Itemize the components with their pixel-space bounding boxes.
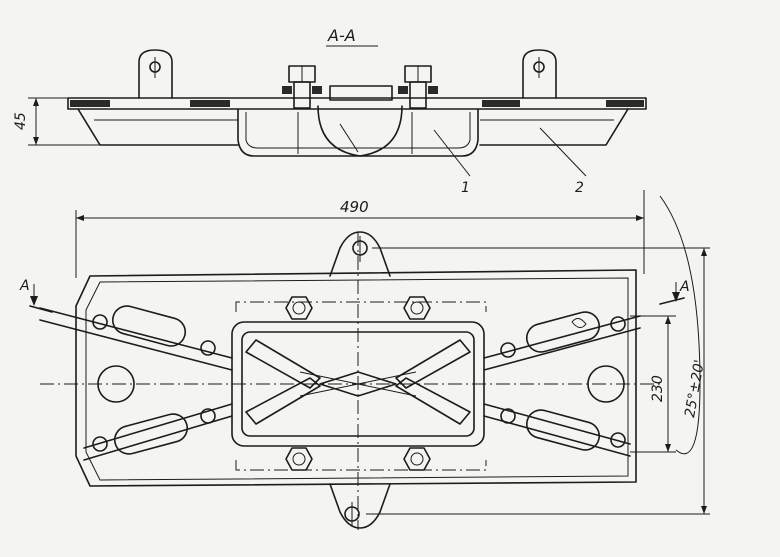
- housing-hidden-outline: [235, 301, 487, 471]
- dim-width-label: 230: [650, 375, 666, 402]
- lug-right: [522, 49, 557, 99]
- base-plate-section: [67, 97, 647, 110]
- strap-lower-left: [83, 403, 233, 461]
- dim-angle: 25°±20': [659, 195, 708, 455]
- bolt-right: [398, 65, 438, 109]
- dim-length-label: 490: [340, 198, 369, 216]
- strap-upper-left: [39, 305, 233, 371]
- hole-left: [97, 365, 135, 403]
- bolt-left: [282, 65, 322, 109]
- callout-1: 1: [433, 129, 471, 196]
- dim-width: 230: [366, 247, 710, 515]
- bolt-top-left: [285, 296, 313, 320]
- section-view: A-A: [13, 26, 647, 196]
- base-plate-inner: [85, 277, 629, 481]
- center-window-inner: [241, 331, 475, 437]
- dim-length: 490: [75, 190, 645, 278]
- hole-right: [587, 365, 625, 403]
- section-title: A-A: [327, 26, 356, 45]
- bolt-bottom-left: [285, 447, 313, 471]
- strap-lower-right: [483, 403, 631, 457]
- hatch-right: [606, 100, 644, 107]
- housing-inner: [245, 112, 471, 149]
- bolt-bottom-right: [403, 447, 431, 471]
- section-marker-left-label: A: [19, 278, 30, 294]
- hatch-mid-left: [190, 100, 230, 107]
- skirt-left: [77, 108, 239, 146]
- center-cup: [317, 105, 403, 157]
- callout-1-label: 1: [461, 180, 470, 196]
- callout-2-label: 2: [575, 180, 584, 196]
- plan-view: 490: [19, 190, 710, 530]
- dim-height: 45: [13, 97, 100, 146]
- housing-section: [237, 108, 479, 157]
- skirt-right: [479, 108, 629, 146]
- plan-lug-top: [329, 231, 391, 277]
- callout-2: 2: [539, 127, 587, 196]
- bolt-top-right: [403, 296, 431, 320]
- cross-blades: [245, 339, 471, 425]
- strap-upper-right: [483, 311, 641, 371]
- hatch-mid-right: [482, 100, 520, 107]
- section-marker-right-label: A: [679, 279, 690, 295]
- lug-left: [138, 49, 173, 99]
- section-marker-left: A: [19, 278, 53, 313]
- center-window-outer: [231, 321, 485, 447]
- cup-stroke: [339, 123, 359, 153]
- plan-lug-bottom: [329, 483, 391, 529]
- base-plate-outline: [75, 269, 637, 487]
- center-cap: [329, 85, 393, 101]
- dim-height-label: 45: [13, 112, 29, 130]
- hatch-left: [70, 100, 110, 107]
- section-marker-right: A: [659, 279, 690, 305]
